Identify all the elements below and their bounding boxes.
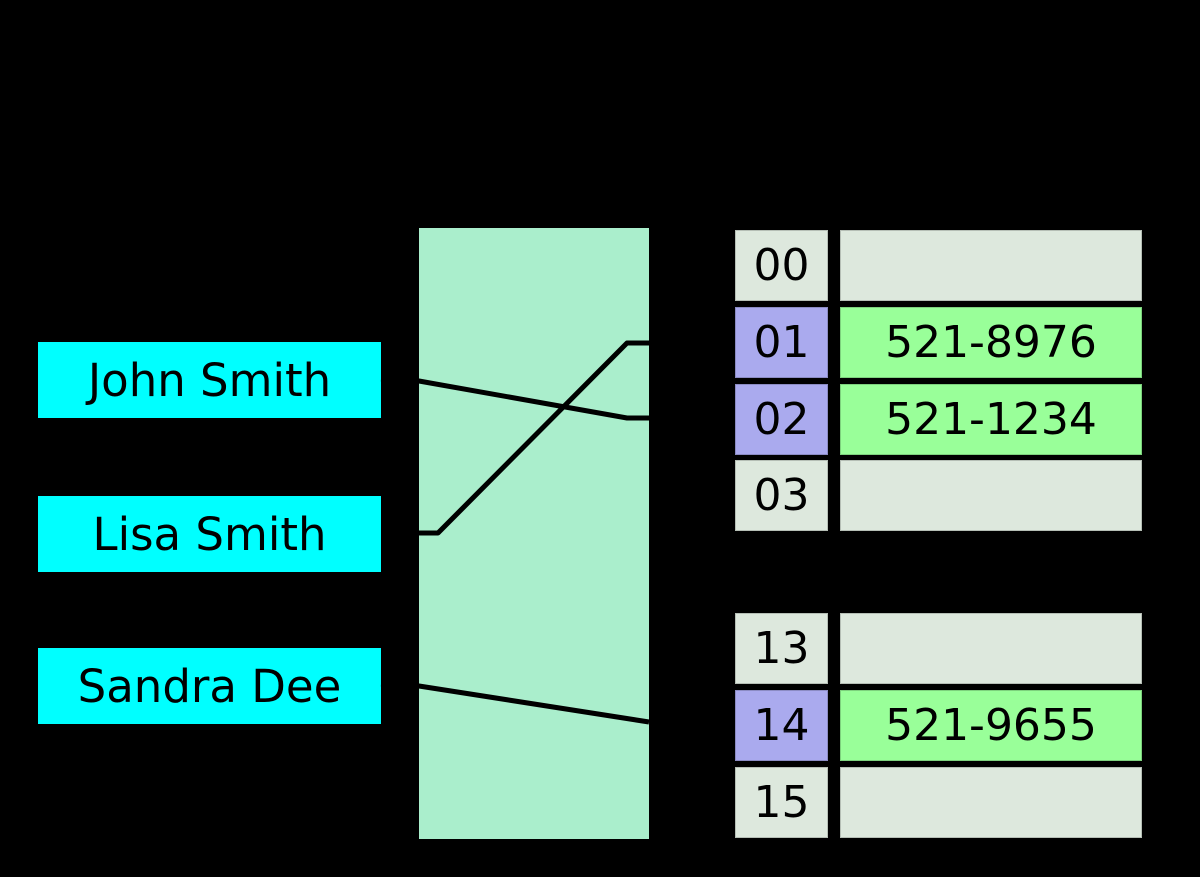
- key-box-john-smith: John Smith: [38, 342, 381, 418]
- bucket-row-14: 14 521-9655: [735, 690, 1142, 761]
- bucket-row-13: 13: [735, 613, 1142, 684]
- bucket-value-cell: 521-1234: [840, 384, 1142, 455]
- bucket-row-01: 01 521-8976: [735, 307, 1142, 378]
- key-label-lisa-smith: Lisa Smith: [92, 507, 327, 561]
- bucket-value-cell: 521-8976: [840, 307, 1142, 378]
- bucket-index-cell: 15: [735, 767, 828, 838]
- key-box-lisa-smith: Lisa Smith: [38, 496, 381, 572]
- bucket-index-cell: 03: [735, 460, 828, 531]
- key-label-sandra-dee: Sandra Dee: [77, 659, 342, 713]
- bucket-index-cell: 00: [735, 230, 828, 301]
- bucket-index-cell: 13: [735, 613, 828, 684]
- bucket-index-cell: 01: [735, 307, 828, 378]
- bucket-value-cell: 521-9655: [840, 690, 1142, 761]
- bucket-value-cell: [840, 230, 1142, 301]
- key-box-sandra-dee: Sandra Dee: [38, 648, 381, 724]
- hash-function-box: [419, 228, 649, 839]
- bucket-index-cell: 02: [735, 384, 828, 455]
- bucket-row-00: 00: [735, 230, 1142, 301]
- bucket-row-02: 02 521-1234: [735, 384, 1142, 455]
- bucket-row-15: 15: [735, 767, 1142, 838]
- bucket-value-cell: [840, 767, 1142, 838]
- bucket-value-cell: [840, 460, 1142, 531]
- key-label-john-smith: John Smith: [87, 353, 332, 407]
- bucket-value-cell: [840, 613, 1142, 684]
- bucket-row-03: 03: [735, 460, 1142, 531]
- bucket-index-cell: 14: [735, 690, 828, 761]
